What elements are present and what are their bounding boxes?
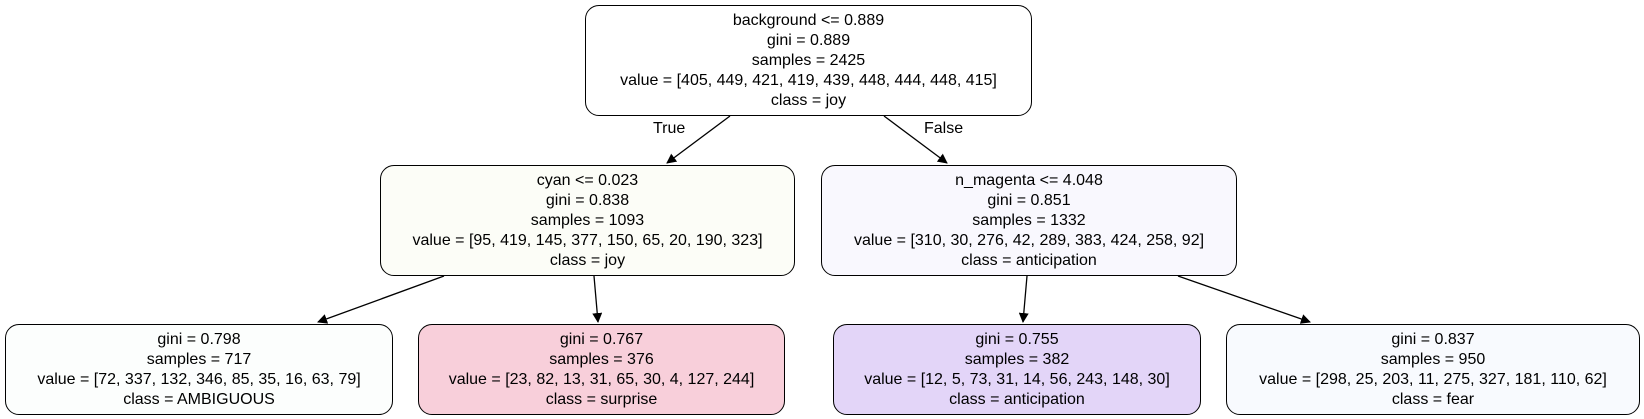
node-value: value = [405, 449, 421, 419, 439, 448, 4… [620,71,997,89]
node-value: value = [310, 30, 276, 42, 289, 383, 424… [853,231,1205,249]
node-samples: samples = 376 [549,350,654,368]
edge-label-false: False [924,120,964,137]
tree-leaf-4: gini = 0.837 samples = 950 value = [298,… [1226,324,1640,415]
node-class: class = joy [549,251,626,269]
node-class: class = joy [770,91,847,109]
node-split: background <= 0.889 [732,11,885,29]
node-class: class = fear [1391,390,1475,408]
node-class: class = anticipation [949,390,1085,408]
node-samples: samples = 717 [146,350,252,368]
node-gini: gini = 0.889 [766,31,851,49]
edge-right-leaf-rr [1177,275,1311,324]
node-gini: gini = 0.798 [157,330,241,348]
edge-left-leaf-ll [317,275,445,324]
edge-left-leaf-lr [592,275,603,323]
tree-leaf-2: gini = 0.767 samples = 376 value = [23, … [418,324,785,415]
node-value: value = [23, 82, 13, 31, 65, 30, 4, 127,… [448,370,755,388]
edge-root-left [666,115,731,164]
node-split: n_magenta <= 4.048 [955,171,1103,189]
node-samples: samples = 950 [1380,350,1486,368]
edge-root-right [883,115,948,164]
tree-leaf-3: gini = 0.755 samples = 382 value = [12, … [833,324,1201,415]
node-value: value = [95, 419, 145, 377, 150, 65, 20,… [412,231,763,249]
tree-leaf-1: gini = 0.798 samples = 717 value = [72, … [5,324,393,415]
edge-label-true: True [653,120,686,137]
node-gini: gini = 0.837 [1391,330,1475,348]
tree-node-root: background <= 0.889 gini = 0.889 samples… [585,5,1032,116]
node-gini: gini = 0.851 [987,191,1071,209]
node-samples: samples = 382 [964,350,1070,368]
node-samples: samples = 1332 [972,211,1086,229]
node-class: class = surprise [545,390,658,408]
node-gini: gini = 0.838 [545,191,630,209]
node-split: cyan <= 0.023 [536,171,639,189]
tree-node-right: n_magenta <= 4.048 gini = 0.851 samples … [821,165,1237,276]
node-value: value = [298, 25, 203, 11, 275, 327, 181… [1259,370,1607,388]
node-gini: gini = 0.767 [559,330,644,348]
node-class: class = anticipation [961,251,1097,269]
tree-node-left: cyan <= 0.023 gini = 0.838 samples = 109… [380,165,795,276]
node-samples: samples = 2425 [751,51,866,69]
node-gini: gini = 0.755 [975,330,1059,348]
node-samples: samples = 1093 [530,211,645,229]
node-value: value = [72, 337, 132, 346, 85, 35, 16, … [37,370,361,388]
node-class: class = AMBIGUOUS [123,390,275,408]
node-value: value = [12, 5, 73, 31, 14, 56, 243, 148… [864,370,1170,388]
edge-right-leaf-rl [1018,275,1029,323]
